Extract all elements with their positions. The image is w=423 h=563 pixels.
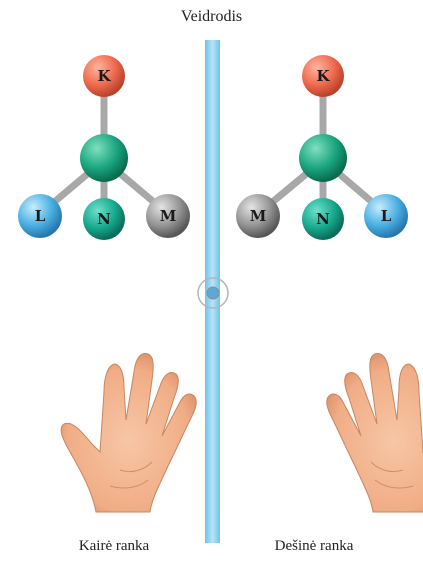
right-hand-illustration [326,353,423,513]
left-atom-l [18,194,62,238]
left-atom-k [83,55,125,97]
left-hand-caption: Kairė ranka [78,538,150,554]
right-atom-m [236,194,280,238]
right-label-n: N [316,210,330,228]
right-label-l: L [381,207,392,225]
left-hand-illustration [60,353,197,513]
left-label-l: L [35,207,46,225]
right-atom-center [299,134,347,182]
right-atom-k [302,55,344,97]
right-atom-l [364,194,408,238]
left-atom-m [146,194,190,238]
right-molecule: K M N L [236,55,408,240]
left-label-n: N [97,210,111,228]
left-atom-n [83,198,125,240]
left-atom-center [80,134,128,182]
right-label-m: M [250,207,267,225]
right-atom-n [302,198,344,240]
left-label-m: M [160,207,177,225]
mirror-ring [197,277,229,309]
mirror-title: Veidrodis [180,8,243,25]
mirror-dot [206,286,220,300]
left-label-k: K [97,67,111,85]
left-molecule: K L N M [18,55,190,240]
right-hand-caption: Dešinė ranka [274,538,354,554]
right-label-k: K [316,67,330,85]
